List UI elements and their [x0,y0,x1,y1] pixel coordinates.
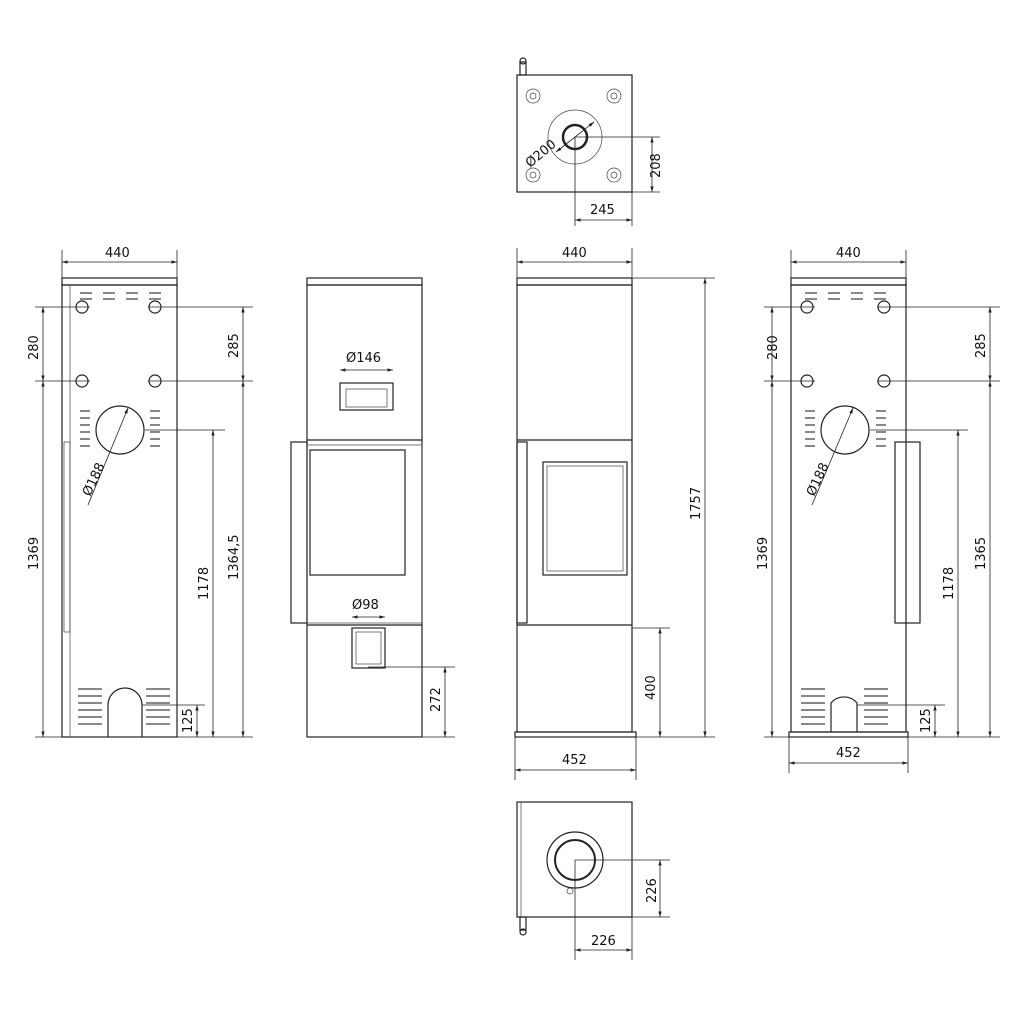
width-dimension: 226 [591,934,616,949]
door-handle [290,441,308,624]
dim-125: 125 [919,708,934,733]
air-inlet [351,627,386,669]
door-glass [309,449,406,576]
dim-1364-5: 1364,5 [227,535,242,581]
width-dimension: 440 [562,246,587,261]
outlet-diameter-label: Ø188 [80,461,108,499]
dim-272: 272 [429,687,444,712]
back-view-left: 440 280 1369 285 1364,5 1178 125 Ø188 [27,246,253,738]
convection-outlet [339,382,394,411]
base-width-dimension: 452 [836,746,861,761]
dim-400: 400 [644,675,659,700]
depth-dimension: 208 [649,153,664,178]
back-view-right: 440 280 1369 285 1365 1178 125 Ø188 452 [756,246,1000,773]
base-width-dimension: 452 [562,753,587,768]
dim-280: 280 [27,335,42,360]
bottom-view: 226 226 [516,801,670,960]
width-dimension: 440 [105,246,130,261]
dim-285: 285 [227,333,242,358]
depth-dimension: 226 [645,878,660,903]
width-dimension: 440 [836,246,861,261]
side-view: 440 1757 400 452 [514,246,715,780]
leveling-feet [525,88,622,183]
dim-1365: 1365 [974,537,989,570]
dim-1369: 1369 [756,537,771,570]
dim-1369: 1369 [27,537,42,570]
front-view: Ø146 Ø98 272 [290,277,455,738]
dim-1178: 1178 [197,567,212,600]
dim-280: 280 [766,335,781,360]
flue-outlet-back [820,405,870,455]
flue-outlet-back [95,405,145,455]
door-glass [542,461,628,576]
width-dimension: 245 [590,203,615,218]
height-dimension: 1757 [689,487,704,520]
air-inlet-diameter-label: Ø98 [352,598,379,613]
dim-285: 285 [974,333,989,358]
top-view: Ø200 208 245 [516,57,664,226]
dim-1178: 1178 [942,567,957,600]
outlet-diameter-label: Ø146 [346,351,381,366]
dim-125: 125 [181,708,196,733]
outlet-diameter-label: Ø188 [804,461,832,499]
